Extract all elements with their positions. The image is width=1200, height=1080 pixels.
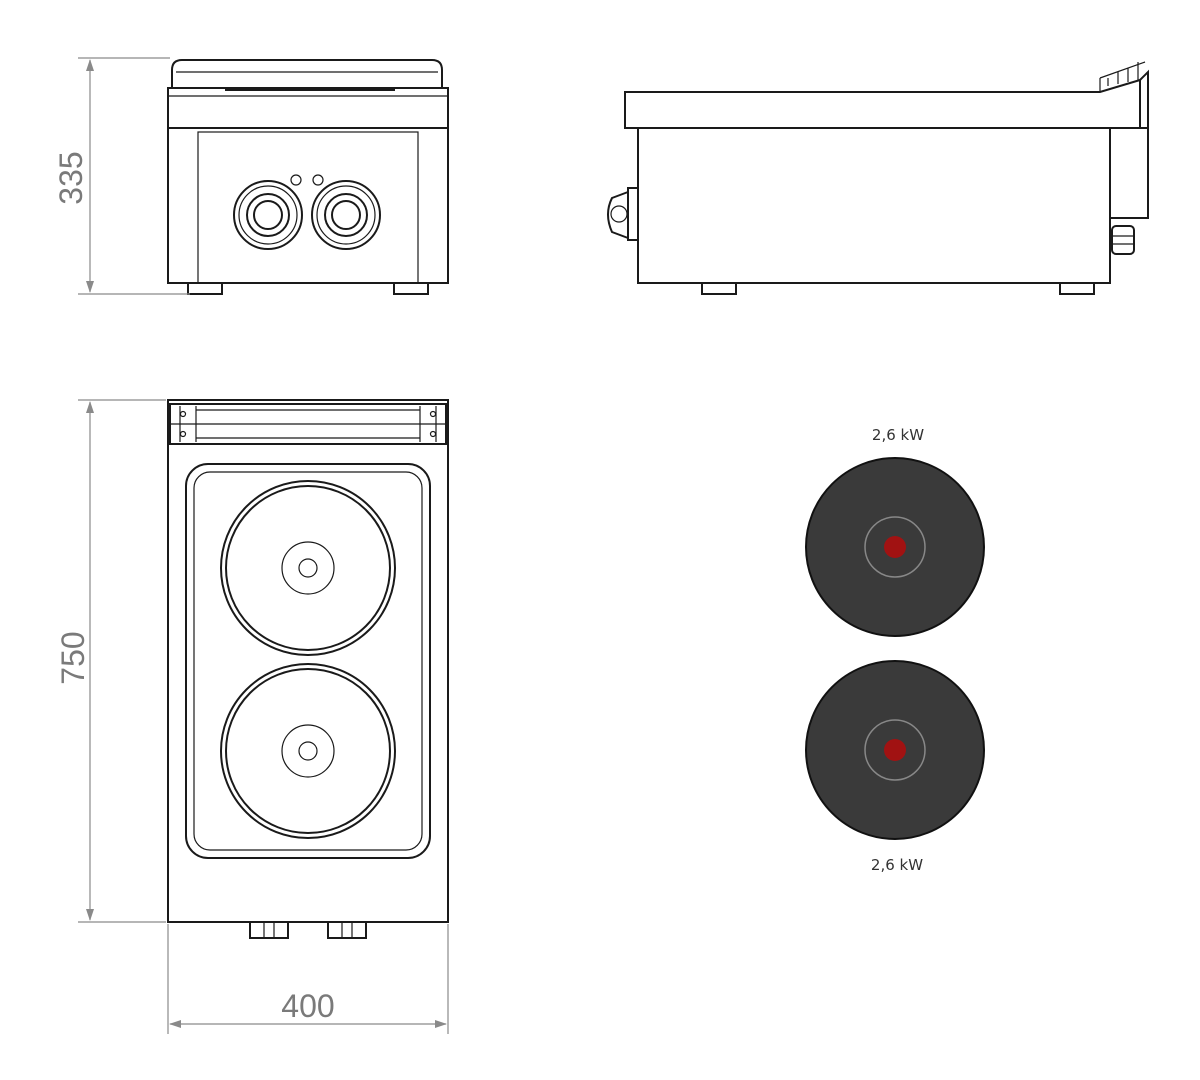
top-hotplate-rear (220, 480, 396, 656)
hotplate-1 (805, 457, 985, 637)
hotplate-2 (805, 660, 985, 840)
width-value: 400 (281, 988, 334, 1024)
front-view: 335 (53, 57, 449, 295)
control-knob-left (233, 180, 303, 250)
depth-value: 750 (55, 631, 91, 684)
hotplate-1-power-label: 2,6 kW (872, 426, 924, 444)
width-dimension: 400 (167, 924, 449, 1034)
depth-dimension: 750 (55, 399, 166, 923)
hotplate-2-power-label: 2,6 kW (871, 856, 923, 874)
hotplate-power-diagram: 2,6 kW 2,6 kW (805, 426, 985, 874)
height-value: 335 (53, 151, 89, 204)
hotplate-1-indicator (884, 536, 906, 558)
side-view (607, 61, 1149, 295)
side-knob (607, 187, 639, 241)
hotplate-1-ring (864, 516, 926, 578)
hotplate-2-ring (864, 719, 926, 781)
hotplate-2-indicator (884, 739, 906, 761)
top-hotplate-front (220, 663, 396, 839)
control-knob-right (311, 180, 381, 250)
height-dimension: 335 (53, 57, 190, 295)
top-view: 750 400 (55, 399, 449, 1034)
rear-connector (1111, 225, 1135, 255)
